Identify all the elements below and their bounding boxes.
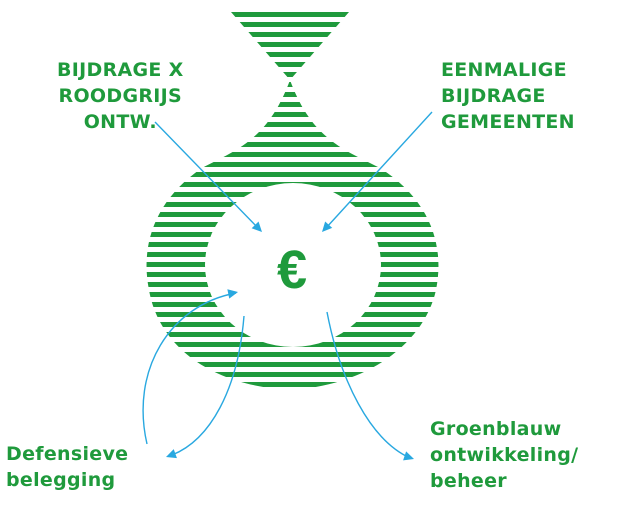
stripe: [146, 32, 439, 37]
label-line: GEMEENTEN: [441, 111, 575, 133]
flow-arrows: [142, 111, 433, 461]
stripe: [146, 352, 439, 357]
stripe: [146, 312, 439, 317]
euro-symbol: €: [277, 240, 307, 300]
stripe: [146, 292, 439, 297]
stripe: [146, 242, 439, 247]
stripe: [146, 52, 439, 57]
stripe: [146, 42, 439, 47]
stripe: [146, 182, 439, 187]
stripe: [146, 22, 439, 27]
label-groenblauw-ontwikkeling: Groenblauw ontwikkeling/ beheer: [430, 416, 578, 494]
stripe: [146, 282, 439, 287]
stripe: [146, 72, 439, 77]
stripe: [146, 112, 439, 117]
label-line: ROODGRIJS: [58, 85, 183, 107]
stripe: [146, 302, 439, 307]
arrow-groenblauw-out-head: [403, 451, 414, 461]
arrow-groenblauw-out: [326, 311, 411, 459]
stripe: [146, 232, 439, 237]
label-line: beheer: [430, 470, 507, 492]
label-line: BIJDRAGE: [441, 85, 546, 107]
stripe: [146, 222, 439, 227]
label-line: Defensieve: [6, 443, 129, 465]
stripe: [146, 142, 439, 147]
stripe: [146, 272, 439, 277]
stripe: [146, 82, 439, 87]
stripe: [146, 122, 439, 127]
stripe: [146, 382, 439, 387]
stripe: [146, 62, 439, 67]
arrow-roodgrijs-in: [154, 121, 259, 229]
label-line: ONTW.: [83, 111, 157, 133]
arrow-to-belegging-in: [171, 315, 245, 456]
label-line: belegging: [6, 469, 116, 491]
arrow-to-belegging-out-head: [227, 289, 238, 299]
stripe: [146, 252, 439, 257]
stripe: [146, 192, 439, 197]
stripe: [146, 92, 439, 97]
label-line: ontwikkeling/: [430, 444, 579, 466]
stripe: [146, 102, 439, 107]
stripe: [146, 12, 439, 17]
arrow-roodgrijs-in-head: [251, 221, 262, 232]
arrow-gemeenten-in: [325, 111, 433, 229]
arrow-gemeenten-in-head: [322, 221, 333, 232]
label-line: EENMALIGE: [441, 59, 567, 81]
label-defensieve-belegging: Defensieve belegging: [6, 441, 128, 493]
arrow-to-belegging-out: [142, 292, 237, 445]
stripe: [146, 342, 439, 347]
stripe: [146, 362, 439, 367]
arrow-to-belegging-in-head: [166, 449, 177, 459]
stripe: [146, 202, 439, 207]
stripe: [146, 162, 439, 167]
stripe: [146, 132, 439, 137]
stripe: [146, 332, 439, 337]
stripe: [146, 372, 439, 377]
bag-stripes: [146, 12, 439, 387]
stripe: [146, 172, 439, 177]
label-bijdrage-roodgrijs: BIJDRAGE X ROODGRIJS ONTW.: [57, 57, 184, 135]
stripe: [146, 212, 439, 217]
stripe: [146, 322, 439, 327]
stripe: [146, 152, 439, 157]
label-line: Groenblauw: [430, 418, 562, 440]
stripe: [146, 262, 439, 267]
label-eenmalige-bijdrage: EENMALIGE BIJDRAGE GEMEENTEN: [441, 57, 575, 135]
label-line: BIJDRAGE X: [57, 59, 184, 81]
